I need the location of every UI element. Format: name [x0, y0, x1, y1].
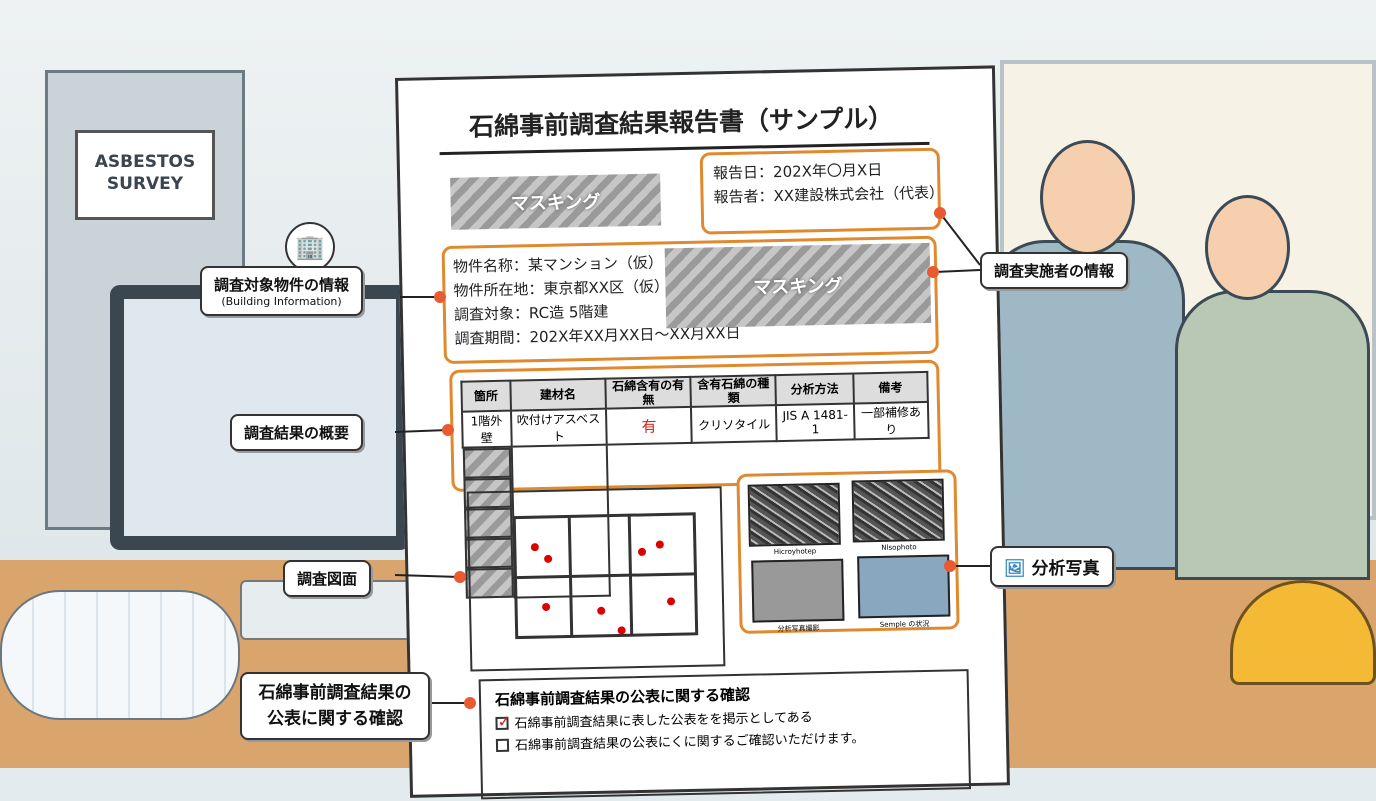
callout-drawing: 調査図面: [283, 560, 372, 597]
callout-surveyor: 調査実施者の情報: [980, 252, 1129, 289]
callout-connectors: [394, 207, 990, 709]
callout-summary: 調査結果の概要: [230, 414, 364, 451]
building-icon: 🏢: [285, 222, 335, 272]
female-surveyor: [1175, 290, 1370, 580]
report-document: 石綿事前調査結果報告書（サンプル） マスキング 報告日：202X年〇月X日 報告…: [395, 65, 1010, 800]
blueprint-rolls: [0, 590, 240, 720]
callout-photos: 🖼 分析写真: [990, 546, 1114, 587]
callout-publish: 石綿事前調査結果の公表に関する確認: [240, 672, 430, 740]
floor-plan: [466, 486, 726, 672]
image-icon: 🖼: [1004, 559, 1026, 579]
callout-building-info: 調査対象物件の情報(Building Information): [200, 266, 364, 316]
floor-plan-drawing: [512, 512, 699, 640]
female-surveyor-head: [1205, 195, 1290, 300]
